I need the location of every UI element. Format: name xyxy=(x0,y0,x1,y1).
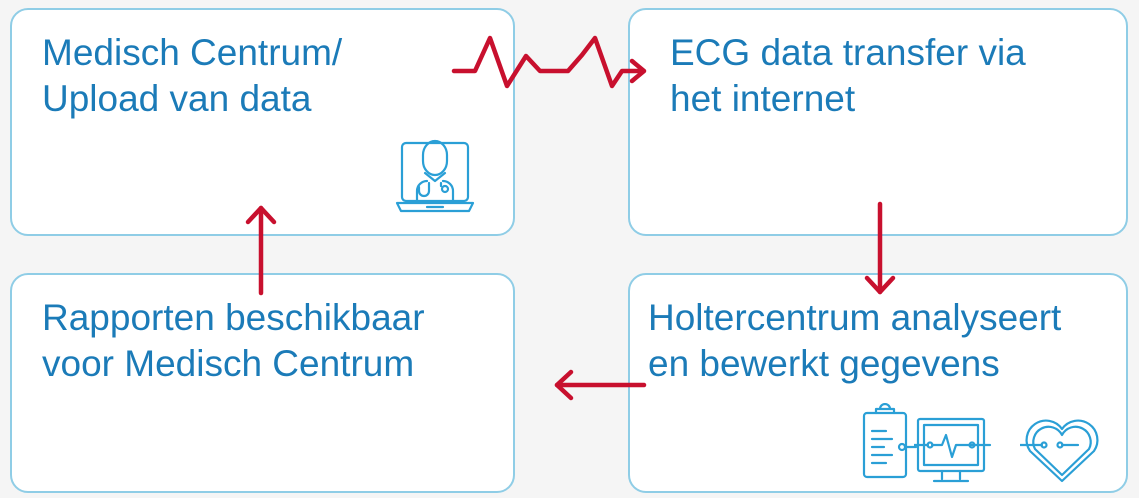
step-transfer-box: ECG data transfer via het internet xyxy=(628,8,1128,236)
step-medical-center-box: Medisch Centrum/ Upload van data xyxy=(10,8,515,236)
step-analysis-line1: Holtercentrum analyseert xyxy=(648,297,1062,338)
step-analysis-line2: en bewerkt gegevens xyxy=(648,343,1000,384)
step-reports-label: Rapporten beschikbaar voor Medisch Centr… xyxy=(42,295,425,387)
clipboard-icon xyxy=(862,403,918,479)
step-reports-box: Rapporten beschikbaar voor Medisch Centr… xyxy=(10,273,515,493)
heart-icon xyxy=(1020,419,1099,483)
step-transfer-label: ECG data transfer via het internet xyxy=(670,30,1026,122)
ecg-monitor-icon xyxy=(914,417,992,483)
step-reports-line1: Rapporten beschikbaar xyxy=(42,297,425,338)
step-medical-center-label: Medisch Centrum/ Upload van data xyxy=(42,30,342,122)
step-medical-center-line1: Medisch Centrum/ xyxy=(42,32,343,73)
step-transfer-line2: het internet xyxy=(670,78,856,119)
doctor-laptop-icon xyxy=(395,139,475,213)
step-medical-center-line2: Upload van data xyxy=(42,78,312,119)
step-transfer-line1: ECG data transfer via xyxy=(670,32,1026,73)
step-reports-line2: voor Medisch Centrum xyxy=(42,343,415,384)
step-analysis-box: Holtercentrum analyseert en bewerkt gege… xyxy=(628,273,1128,493)
step-analysis-label: Holtercentrum analyseert en bewerkt gege… xyxy=(648,295,1061,387)
